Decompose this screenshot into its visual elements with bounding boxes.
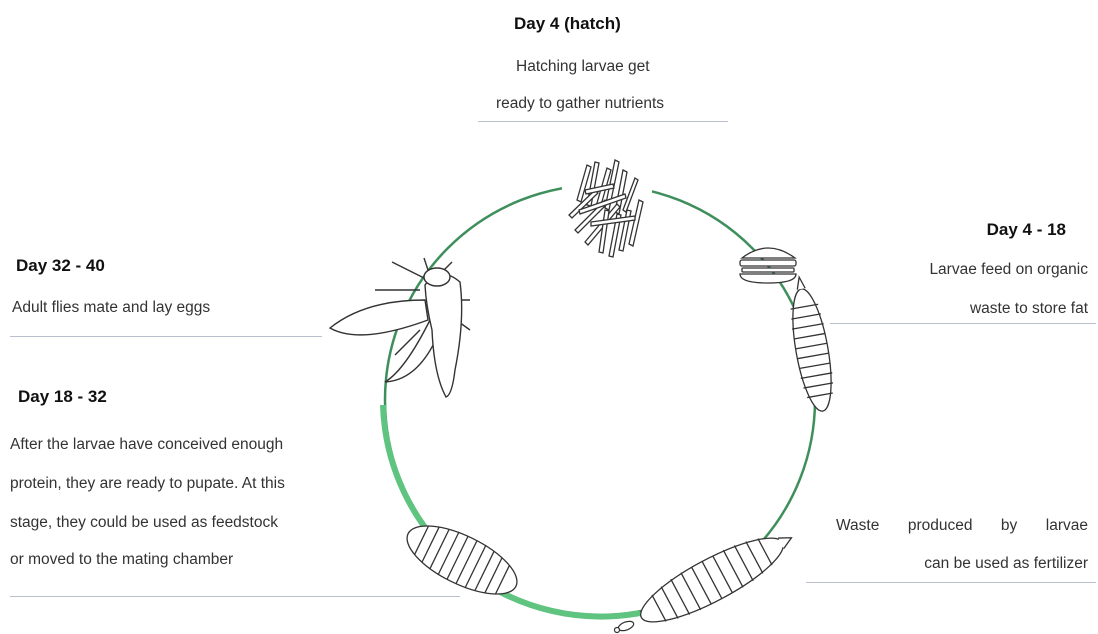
- larva-icon: [783, 274, 838, 413]
- pupa-line-1: After the larvae have conceived enough: [10, 436, 283, 454]
- feeding-title: Day 4 - 18: [900, 220, 1066, 240]
- hatch-line-2: ready to gather nutrients: [496, 95, 664, 113]
- egg-cluster-icon: [562, 155, 652, 257]
- waste-icon: [615, 620, 635, 633]
- feeding-line-1: Larvae feed on organic: [830, 261, 1088, 279]
- hatch-divider: [478, 121, 728, 122]
- pupa-icon: [398, 512, 527, 608]
- waste-line-1: Waste produced by larvae: [836, 517, 1088, 535]
- pupa-line-2: protein, they are ready to pupate. At th…: [10, 475, 285, 493]
- pupa-title: Day 18 - 32: [18, 387, 107, 407]
- prepupa-icon: [632, 519, 802, 634]
- adult-fly-icon: [330, 258, 470, 397]
- feeding-line-2: waste to store fat: [830, 300, 1088, 318]
- hatch-line-1: Hatching larvae get: [516, 58, 650, 76]
- waste-divider: [806, 582, 1096, 583]
- adult-line-1: Adult flies mate and lay eggs: [12, 299, 210, 317]
- pupa-line-3: stage, they could be used as feedstock: [10, 514, 278, 532]
- waste-line-2: can be used as fertilizer: [836, 555, 1088, 573]
- pupa-line-4: or moved to the mating chamber: [10, 551, 233, 569]
- pupa-divider: [10, 596, 460, 597]
- adult-divider: [10, 336, 322, 337]
- feeding-divider: [830, 323, 1096, 324]
- food-icon: [740, 248, 796, 283]
- hatch-title: Day 4 (hatch): [514, 14, 621, 34]
- adult-title: Day 32 - 40: [16, 256, 105, 276]
